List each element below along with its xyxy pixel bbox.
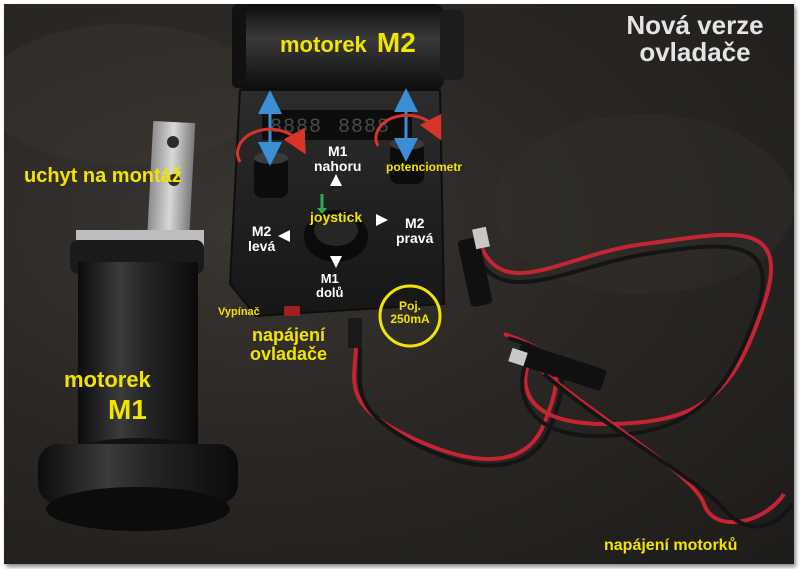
controller-cable <box>348 318 564 468</box>
photo-illustration: 8888 8888 <box>4 4 794 531</box>
knob-left[interactable] <box>254 152 288 198</box>
label-m2-left: M2 levá <box>248 223 276 254</box>
label-controller-power: napájení ovladače <box>250 325 328 364</box>
photo-frame: 8888 8888 <box>4 4 794 564</box>
joystick-pointer-head <box>317 208 327 214</box>
joystick[interactable] <box>304 210 368 262</box>
label-mount: uchyt na montáž <box>24 165 182 187</box>
label-m1-down: M1 dolů <box>316 271 344 300</box>
label-motor-m2: motorek M2 <box>280 27 416 58</box>
table-stain <box>494 114 794 294</box>
arrow-right-icon <box>376 214 388 226</box>
label-m2-right: M2 pravá <box>396 215 434 246</box>
label-fuse: Poj. 250mA <box>390 299 430 326</box>
label-joystick: joystick <box>310 209 363 225</box>
label-m1-up: M1 nahoru <box>314 143 362 174</box>
label-motors-power: napájení motorků <box>604 537 738 554</box>
arrow-down-icon <box>330 256 342 268</box>
label-motor-m1: motorek M1 <box>64 367 151 426</box>
rotate-arrow-left <box>236 127 306 163</box>
display-left: 8888 <box>270 116 322 139</box>
label-switch: Vypínač <box>218 306 260 318</box>
label-potentiometer: potenciometr <box>386 160 463 174</box>
arrow-up-icon <box>330 174 342 186</box>
arrow-left-icon <box>278 230 290 242</box>
rotate-arrow-right <box>374 113 442 147</box>
motor-m2 <box>232 4 464 90</box>
display-right: 8888 <box>338 116 390 139</box>
page-title: Nová verze ovladače <box>626 10 764 68</box>
power-switch[interactable] <box>284 306 300 316</box>
table-stain <box>4 24 264 164</box>
motor-cable <box>457 226 794 529</box>
fuse-marker <box>378 284 442 348</box>
motor-m1 <box>38 240 238 531</box>
